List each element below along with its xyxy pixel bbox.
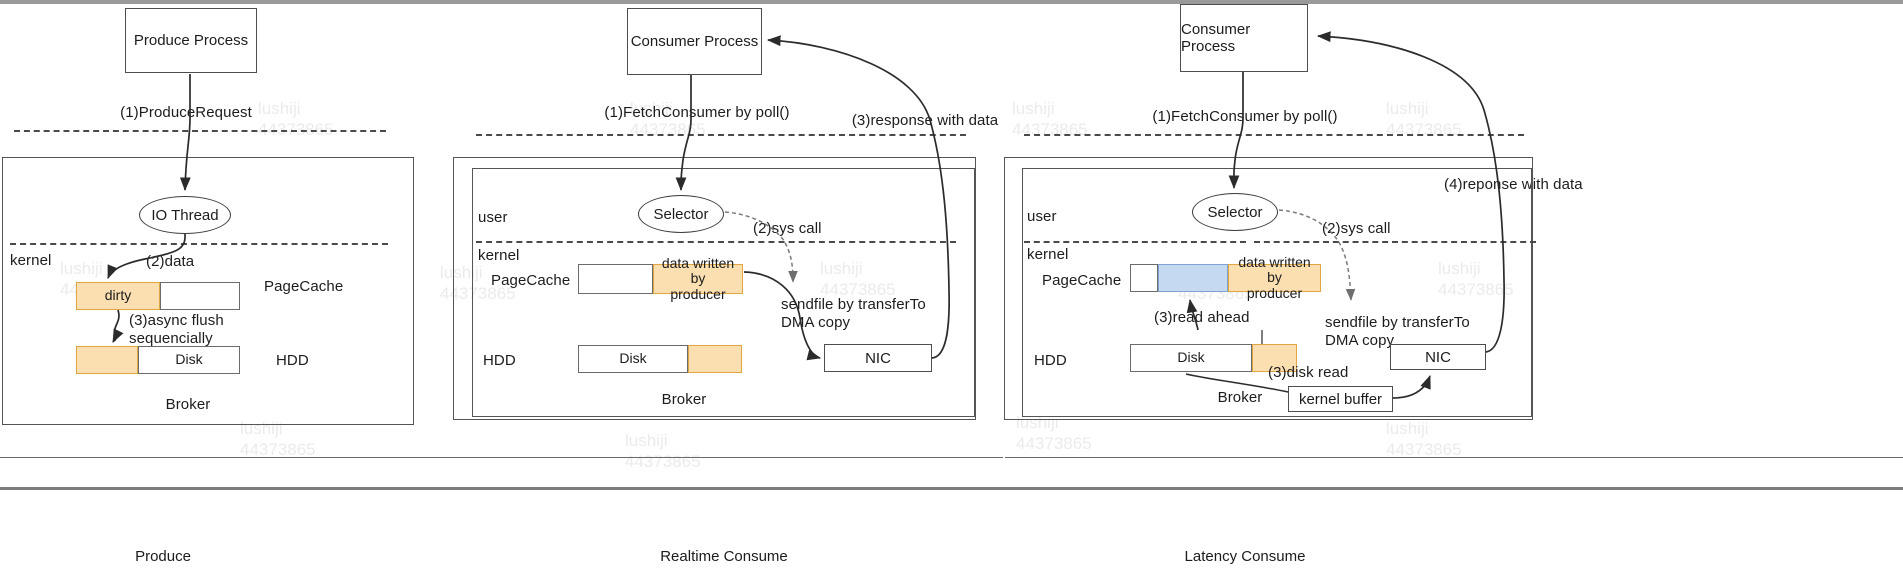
user-zone-label-2: user bbox=[478, 209, 508, 226]
broker-label-3: Broker bbox=[1217, 389, 1263, 406]
kernel-zone-label-1: kernel bbox=[10, 252, 52, 269]
watermark: lushiji 44373865 bbox=[625, 431, 701, 472]
panel-caption-latency: Latency Consume bbox=[1184, 548, 1306, 565]
kernel-zone-label-2: kernel bbox=[478, 247, 520, 264]
pagecache-segment-label: data written by producer bbox=[661, 254, 735, 302]
kernel-divider-1 bbox=[10, 243, 388, 245]
watermark: lushiji 44373865 bbox=[258, 99, 334, 140]
panel-caption-realtime: Realtime Consume bbox=[660, 548, 788, 565]
consumer-process-label: Consumer Process bbox=[630, 33, 759, 50]
pagecache-label-1: PageCache bbox=[264, 278, 344, 295]
selector-oval-realtime[interactable]: Selector bbox=[638, 195, 724, 233]
selector-label: Selector bbox=[653, 205, 709, 223]
consumer-process-box-latency[interactable]: Consumer Process bbox=[1180, 4, 1308, 72]
kernel-buffer-box[interactable]: kernel buffer bbox=[1288, 386, 1393, 412]
kernel-divider-2 bbox=[476, 241, 956, 243]
pagecache-label-3: PageCache bbox=[1042, 272, 1122, 289]
io-thread-label: IO Thread bbox=[151, 206, 219, 224]
read-ahead-label: (3)read ahead bbox=[1154, 309, 1250, 326]
pagecache-segment-free bbox=[578, 264, 653, 294]
pagecache-segment-free bbox=[1130, 264, 1158, 292]
user-zone-label-3: user bbox=[1027, 208, 1057, 225]
consumer-process-label: Consumer Process bbox=[1181, 21, 1251, 55]
kernel-divider-3 bbox=[1254, 241, 1536, 243]
async-flush-label: (3)async flush sequencially bbox=[129, 312, 224, 348]
watermark: lushiji 44373865 bbox=[1016, 413, 1092, 454]
user-kernel-divider-top-2 bbox=[476, 134, 966, 136]
nic-box-latency[interactable]: NIC bbox=[1390, 344, 1486, 370]
watermark: lushiji 44373865 bbox=[1386, 419, 1462, 460]
pagecache-segment-dirty: dirty bbox=[76, 282, 160, 310]
user-kernel-divider-top-1 bbox=[14, 130, 386, 132]
produce-process-label: Produce Process bbox=[133, 32, 249, 49]
broker-label-1: Broker bbox=[165, 396, 211, 413]
caption-rule-3 bbox=[1005, 457, 1903, 458]
broker-panel-latency bbox=[1004, 157, 1533, 420]
produce-request-label: (1)ProduceRequest bbox=[120, 104, 252, 121]
disk-segment-written bbox=[1252, 344, 1297, 372]
pagecache-segment-producer-data: data written by producer bbox=[653, 255, 743, 301]
disk-segment-main: Disk bbox=[138, 346, 240, 374]
produce-process-box[interactable]: Produce Process bbox=[125, 8, 257, 73]
disk-segment-label: Disk bbox=[175, 351, 203, 368]
broker-inner-panel-latency bbox=[1022, 168, 1532, 417]
disk-segment-main: Disk bbox=[578, 345, 688, 373]
disk-segment-written bbox=[688, 345, 742, 373]
pagecache-bar-produce: dirty bbox=[76, 282, 240, 310]
nic-label: NIC bbox=[865, 349, 891, 367]
user-kernel-divider-top-3 bbox=[1024, 134, 1524, 136]
disk-bar-produce: Disk bbox=[76, 346, 240, 374]
pagecache-segment-label: dirty bbox=[104, 287, 132, 304]
syscall-label-realtime: (2)sys call bbox=[753, 220, 822, 237]
panel-caption-produce: Produce bbox=[135, 548, 191, 565]
pagecache-bar-realtime: data written by producer bbox=[578, 255, 743, 301]
disk-bar-latency: Disk bbox=[1130, 344, 1297, 372]
pagecache-segment-producer-data: data written by producer bbox=[1228, 254, 1321, 300]
disk-segment-written bbox=[76, 346, 138, 374]
bottom-rule bbox=[0, 487, 1903, 490]
watermark: lushiji 44373865 bbox=[440, 263, 516, 304]
pagecache-bar-latency: data written by producer bbox=[1130, 254, 1321, 300]
nic-label: NIC bbox=[1425, 348, 1451, 366]
disk-read-label: (3)disk read bbox=[1268, 364, 1349, 381]
broker-label-2: Broker bbox=[661, 391, 707, 408]
syscall-label-latency: (2)sys call bbox=[1322, 220, 1391, 237]
sendfile-label-realtime: sendfile by transferTo DMA copy bbox=[781, 296, 926, 332]
caption-rule-1 bbox=[0, 457, 455, 458]
fetch-request-label-realtime: (1)FetchConsumer by poll() bbox=[604, 104, 790, 121]
data-label-1: (2)data bbox=[146, 253, 195, 270]
consumer-process-box-realtime[interactable]: Consumer Process bbox=[627, 8, 762, 75]
top-rule bbox=[0, 0, 1903, 4]
disk-segment-label: Disk bbox=[1177, 349, 1205, 366]
fetch-request-label-latency: (1)FetchConsumer by poll() bbox=[1152, 108, 1338, 125]
broker-panel-realtime bbox=[453, 157, 976, 420]
pagecache-label-2: PageCache bbox=[491, 272, 571, 289]
broker-inner-panel-realtime bbox=[472, 168, 975, 417]
nic-box-realtime[interactable]: NIC bbox=[824, 344, 932, 372]
watermark: lushiji 44373865 bbox=[240, 419, 316, 460]
io-thread-oval[interactable]: IO Thread bbox=[139, 196, 231, 234]
caption-rule-2 bbox=[455, 457, 1003, 458]
kernel-divider-3b bbox=[1024, 241, 1246, 243]
broker-panel-produce bbox=[2, 157, 414, 425]
pagecache-segment-free bbox=[160, 282, 240, 310]
disk-bar-realtime: Disk bbox=[578, 345, 742, 373]
kernel-buffer-label: kernel buffer bbox=[1298, 390, 1383, 408]
hdd-label-2: HDD bbox=[483, 352, 516, 369]
selector-oval-latency[interactable]: Selector bbox=[1192, 193, 1278, 231]
pagecache-segment-label: data written by producer bbox=[1238, 253, 1311, 301]
hdd-label-3: HDD bbox=[1034, 352, 1067, 369]
disk-segment-main: Disk bbox=[1130, 344, 1252, 372]
pagecache-segment-readahead bbox=[1158, 264, 1228, 292]
response-label-realtime: (3)response with data bbox=[851, 112, 999, 129]
kernel-zone-label-3: kernel bbox=[1027, 246, 1069, 263]
disk-segment-label: Disk bbox=[619, 350, 647, 367]
selector-label: Selector bbox=[1207, 203, 1263, 221]
hdd-label-1: HDD bbox=[276, 352, 309, 369]
